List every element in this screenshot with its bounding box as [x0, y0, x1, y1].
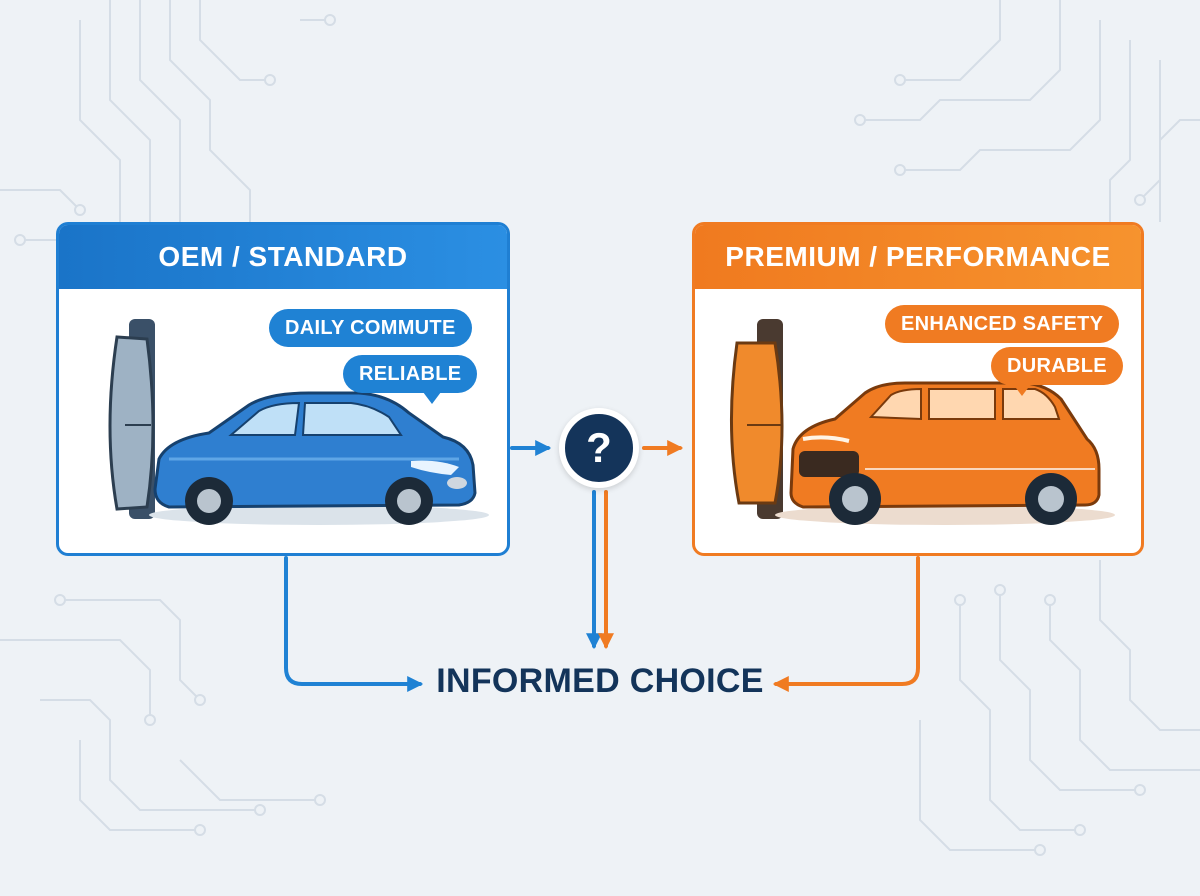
panel-title-premium: PREMIUM / PERFORMANCE: [695, 225, 1141, 289]
orange-suv-icon: [775, 381, 1115, 525]
tag-daily-commute: DAILY COMMUTE: [269, 309, 472, 347]
tag-daily-commute-label: DAILY COMMUTE: [285, 317, 456, 339]
tag-enhanced-safety: ENHANCED SAFETY: [885, 305, 1120, 343]
informed-choice-label: INFORMED CHOICE: [436, 662, 764, 700]
premium-illustration: [729, 319, 1115, 525]
tag-reliable: RELIABLE: [343, 355, 478, 404]
panel-oem-standard: OEM / STANDARD DAILY COMMUTE RELIABLE: [56, 222, 510, 556]
panel-premium-performance: PREMIUM / PERFORMANCE ENHANCED SAFETY DU…: [692, 222, 1144, 556]
brake-pad-icon: [729, 319, 784, 519]
brake-pad-icon: [108, 319, 155, 519]
tag-reliable-label: RELIABLE: [359, 363, 462, 385]
tag-durable: DURABLE: [991, 347, 1123, 396]
question-mark-icon: ?: [559, 408, 639, 488]
tag-enhanced-safety-label: ENHANCED SAFETY: [901, 313, 1104, 335]
speech-tail: [423, 392, 442, 404]
arrow-right-to-choice: [772, 556, 920, 692]
tag-durable-label: DURABLE: [1007, 355, 1107, 377]
blue-sedan-icon: [149, 391, 489, 525]
speech-tail: [1013, 384, 1031, 396]
oem-illustration: [108, 319, 489, 525]
arrow-left-to-choice: [284, 556, 424, 692]
panel-title-oem: OEM / STANDARD: [59, 225, 507, 289]
